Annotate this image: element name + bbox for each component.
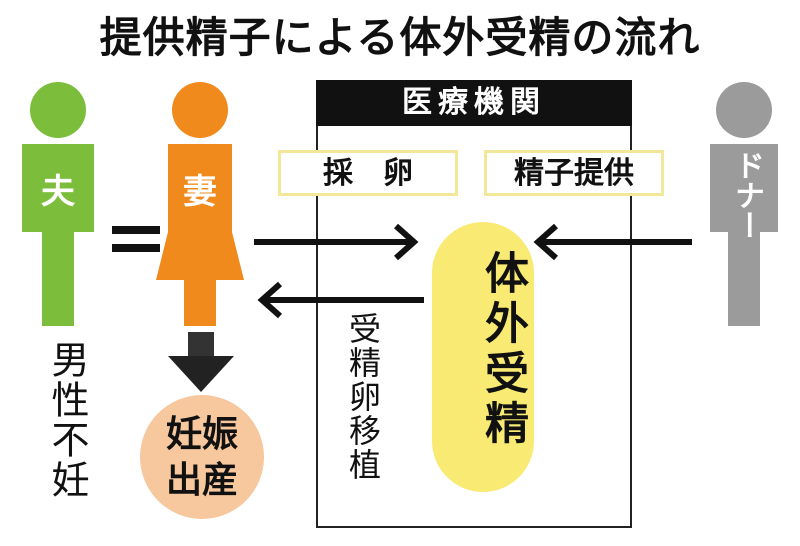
ivf-label: 体外受精 <box>477 250 528 450</box>
husband-body <box>22 144 94 326</box>
page-title: 提供精子による体外受精の流れ <box>99 13 701 62</box>
down-arrow-wife <box>168 332 234 392</box>
arrow-ivf-to-wife <box>257 281 424 319</box>
outcome-circle <box>140 395 264 519</box>
husband-label: 夫 <box>41 172 75 212</box>
equals-sign <box>112 226 160 260</box>
wife-body <box>156 144 244 326</box>
husband-figure <box>22 82 94 326</box>
donor-head <box>716 82 772 138</box>
wife-figure <box>156 82 244 326</box>
outcome-text: 妊娠 出産 <box>140 412 264 504</box>
husband-condition: 男性不妊 <box>45 340 89 500</box>
outcome-line2: 出産 <box>165 460 238 501</box>
wife-head <box>172 82 228 138</box>
wife-label: 妻 <box>183 172 217 212</box>
husband-head <box>30 82 86 138</box>
arrow-wife-to-ivf <box>254 223 419 261</box>
donor-body <box>710 144 778 326</box>
institution-header: 医療機関 <box>316 80 632 126</box>
egg-retrieval-step: 採 卵 <box>278 150 458 196</box>
donor-label: ドナー <box>729 150 764 240</box>
donor-figure <box>710 82 778 326</box>
embryo-transfer-label: 受精卵移植 <box>344 312 382 482</box>
ivf-pill <box>432 222 534 492</box>
arrow-donor-to-ivf <box>533 223 692 261</box>
sperm-donation-step: 精子提供 <box>484 150 664 196</box>
outcome-line1: 妊娠 <box>165 414 238 455</box>
